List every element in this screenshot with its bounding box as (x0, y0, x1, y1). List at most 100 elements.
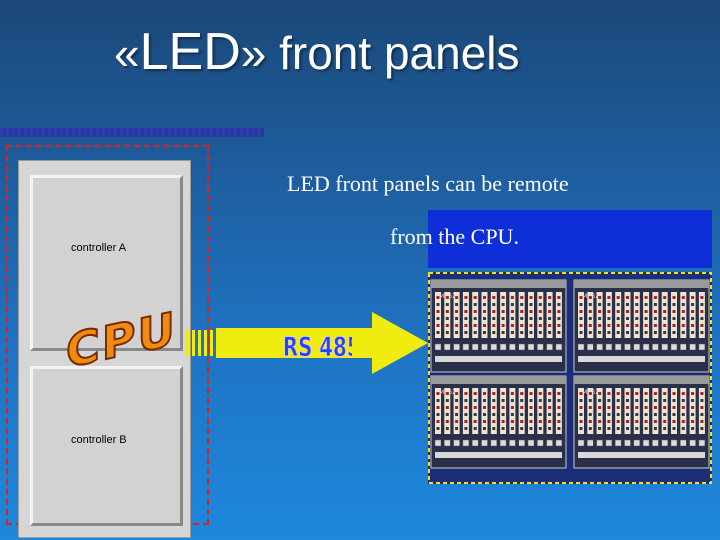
led-indicator (520, 427, 524, 430)
led-channel-button (490, 439, 498, 447)
led-indicator (529, 406, 533, 409)
led-indicator (501, 427, 505, 430)
led-indicator (455, 310, 459, 313)
led-indicator (626, 427, 629, 430)
led-indicator (529, 303, 533, 306)
title-underline-bar (0, 128, 264, 137)
led-indicator (445, 427, 449, 430)
led-indicator (548, 324, 552, 327)
led-indicator (588, 296, 592, 299)
led-indicator (510, 317, 514, 320)
led-indicator (644, 324, 648, 327)
led-indicator (501, 420, 505, 423)
led-channel-strip (435, 292, 441, 338)
led-indicator (492, 296, 496, 299)
led-indicator (483, 317, 486, 320)
led-indicator (616, 310, 620, 313)
led-indicator (579, 310, 583, 313)
led-indicator (548, 303, 552, 306)
led-channel-strip (500, 292, 507, 338)
led-channel-strip (537, 388, 544, 434)
led-channel-strip (643, 388, 650, 434)
cpu-cabinet: controller A controller B (18, 160, 191, 538)
led-indicator (473, 310, 477, 313)
led-indicator (644, 331, 648, 334)
led-channel-button (689, 439, 696, 447)
led-indicator (653, 399, 657, 402)
led-indicator (607, 392, 611, 395)
led-channel-strip (490, 388, 497, 434)
led-indicator (653, 310, 657, 313)
led-channel-strip (546, 292, 553, 338)
led-indicator (529, 317, 533, 320)
led-channel-button (453, 343, 460, 351)
led-channel-strip (689, 292, 696, 338)
led-indicator (635, 324, 639, 327)
led-indicator (607, 324, 611, 327)
led-indicator (635, 331, 639, 334)
led-indicator (653, 413, 657, 416)
led-indicator (529, 324, 533, 327)
led-indicator (557, 427, 561, 430)
led-channel-button (614, 439, 622, 447)
led-indicator (538, 399, 542, 402)
led-indicator (538, 406, 542, 409)
led-channel-button (518, 439, 525, 447)
led-channel-button (527, 343, 535, 351)
led-channel-button (614, 343, 622, 351)
led-indicator (672, 317, 676, 320)
led-indicator (501, 392, 505, 395)
led-indicator (579, 303, 583, 306)
controller-b-slot: controller B (30, 366, 183, 526)
led-front-panels: MX62MX62MX62MX62 (428, 272, 712, 484)
led-indicator (598, 310, 602, 313)
led-indicator (700, 331, 704, 334)
led-indicator (635, 392, 639, 395)
led-channel-button (537, 439, 544, 447)
led-channel-strip (671, 388, 677, 434)
led-indicator (663, 317, 667, 320)
led-indicator (501, 303, 505, 306)
led-indicator (548, 406, 552, 409)
led-indicator (607, 310, 611, 313)
led-indicator (672, 406, 676, 409)
led-channel-strip (661, 292, 668, 338)
led-indicator (510, 331, 514, 334)
led-indicator (672, 303, 676, 306)
led-indicator (598, 413, 602, 416)
led-channel-button (434, 439, 442, 447)
led-indicator (681, 420, 685, 423)
led-indicator (464, 392, 468, 395)
led-indicator (473, 413, 477, 416)
led-indicator (635, 296, 639, 299)
led-indicator (588, 324, 592, 327)
led-indicator (455, 303, 459, 306)
led-indicator (588, 310, 592, 313)
led-channel-strip (624, 388, 631, 434)
led-indicator (483, 392, 486, 395)
led-indicator (483, 399, 486, 402)
controller-a-label: controller A (71, 242, 127, 254)
led-indicator (538, 420, 542, 423)
led-indicator (557, 331, 561, 334)
led-indicator (473, 392, 477, 395)
led-indicator (557, 317, 561, 320)
led-channel-strip (555, 388, 562, 434)
led-indicator (598, 331, 602, 334)
led-indicator (598, 392, 602, 395)
led-indicator (510, 392, 514, 395)
led-indicator (520, 303, 524, 306)
led-channel-button (546, 343, 553, 351)
led-indicator (700, 303, 704, 306)
led-indicator (672, 310, 676, 313)
led-channel-button (652, 343, 659, 351)
led-channel-button (596, 343, 603, 351)
led-indicator (464, 296, 468, 299)
led-indicator (579, 427, 583, 430)
led-indicator (529, 392, 533, 395)
led-channel-button (518, 343, 525, 351)
led-indicator (492, 420, 496, 423)
led-indicator (510, 296, 514, 299)
led-indicator (483, 331, 486, 334)
led-indicator (700, 420, 704, 423)
